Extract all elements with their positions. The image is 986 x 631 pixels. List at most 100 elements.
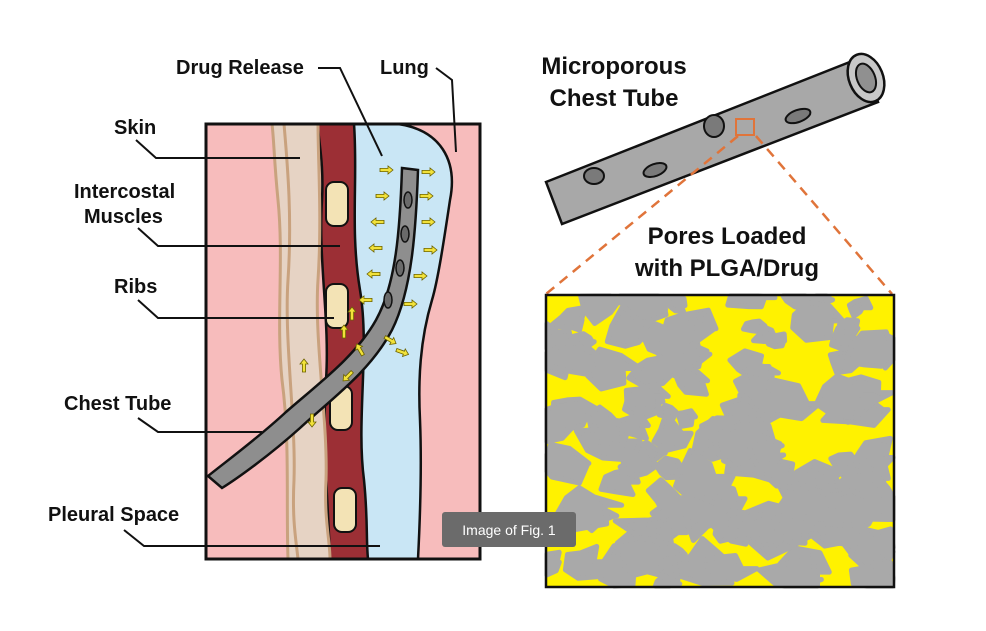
release-arrow (347, 306, 357, 321)
release-arrow (307, 413, 317, 428)
tube-body (544, 56, 880, 226)
release-arrow (358, 295, 373, 305)
zoom-line-left (545, 135, 739, 295)
pore-blob (547, 304, 588, 333)
skin-label: Skin (114, 117, 157, 139)
pore-blob (746, 363, 781, 382)
tube-hole-3 (395, 259, 405, 277)
pore-blob (672, 363, 711, 397)
tube-hole-2 (400, 225, 410, 243)
tube-pore-1 (583, 167, 605, 185)
muscles-leader-line (137, 227, 340, 247)
skin-leader-line (135, 139, 300, 159)
chest-tube-shape (206, 166, 420, 490)
pore-blob (712, 521, 742, 544)
pore-blob (790, 299, 846, 343)
pore-blob (640, 320, 671, 338)
microporous-title-line1: Microporous (541, 53, 687, 80)
rib-1 (325, 181, 349, 227)
pleural-space-region (348, 122, 454, 561)
pore-blob (578, 293, 630, 326)
release-arrow (366, 269, 381, 279)
tube-opening-inner (854, 62, 878, 94)
pore-blob (813, 373, 877, 421)
pore-blob (765, 457, 800, 490)
tube-pore-3 (703, 114, 725, 138)
release-arrow (339, 324, 349, 339)
pore-blob (748, 377, 823, 422)
pore-blob (545, 338, 603, 379)
zoom-marker (735, 118, 755, 136)
figure-tooltip[interactable]: Image of Fig. 1 (442, 512, 576, 547)
pleural-space-label: Pleural Space (48, 504, 180, 526)
lung-leader-line (435, 67, 457, 153)
intercostal-label-line1: Intercostal (74, 181, 176, 203)
pore-blob (741, 318, 768, 334)
release-arrow (383, 335, 397, 345)
chest-tube-label: Chest Tube (64, 393, 172, 415)
microporous-tube (544, 52, 886, 226)
release-arrow (368, 243, 383, 253)
release-arrow (413, 271, 428, 281)
release-arrow (421, 217, 436, 227)
pore-blob (567, 331, 597, 352)
pore-blob (742, 511, 783, 544)
pore-blob (674, 408, 698, 429)
release-arrow (370, 217, 385, 227)
release-arrow (403, 299, 418, 309)
release-arrow (379, 165, 394, 175)
pore-blob (544, 549, 562, 578)
pore-blob (654, 455, 687, 481)
tube-hole-4 (383, 291, 393, 309)
pore-blob (761, 331, 788, 350)
release-arrow (299, 358, 309, 373)
lung-label: Lung (380, 57, 429, 79)
pore-blob (645, 521, 673, 541)
ribs-label: Ribs (114, 276, 158, 298)
pore-blob (614, 535, 675, 578)
pore-blob (828, 451, 860, 478)
pleural-space-leader-line (123, 529, 380, 547)
pores-title-line1: Pores Loaded (647, 223, 807, 250)
drug-release-label: Drug Release (176, 57, 304, 79)
release-arrow (423, 245, 438, 255)
pore-blob (747, 432, 787, 474)
pore-blob (593, 419, 629, 448)
pore-blob (680, 311, 705, 332)
ribs-leader-line (137, 299, 334, 319)
release-arrow (355, 343, 365, 357)
release-arrow (375, 191, 390, 201)
release-arrow (395, 347, 410, 358)
tube-hole-1 (403, 191, 413, 209)
pore-blob (846, 295, 874, 319)
pores-title-line2: with PLGA/Drug (635, 255, 819, 282)
microporous-title-line2: Chest Tube (549, 85, 679, 112)
tube-pore-2 (642, 162, 668, 178)
release-arrow (421, 167, 436, 177)
release-arrow (419, 191, 434, 201)
pore-blob (698, 553, 760, 582)
pores-panel (544, 293, 896, 589)
release-arrow (342, 370, 354, 382)
pore-blob (562, 543, 610, 581)
pore-blob (794, 466, 827, 493)
chest-tube-leader-line (137, 417, 262, 433)
zoom-line-right (755, 135, 893, 295)
rib-2 (325, 283, 349, 329)
zoom-guide-lines (545, 135, 893, 295)
leader-lines (123, 67, 457, 547)
pores-panel-frame (544, 293, 896, 589)
left-panel-frame (204, 122, 482, 561)
pore-blob (651, 410, 694, 453)
tissue-cross-section (204, 122, 482, 561)
drug-release-leader-line (318, 67, 383, 157)
pore-blob (843, 329, 896, 369)
tube-pore-4 (784, 107, 812, 125)
pore-blob (550, 396, 601, 433)
drug-release-arrows (299, 165, 438, 428)
pore-blob (623, 381, 671, 417)
intercostal-label-line2: Muscles (84, 206, 163, 228)
pore-blob (837, 317, 861, 337)
pore-blob (813, 521, 871, 547)
